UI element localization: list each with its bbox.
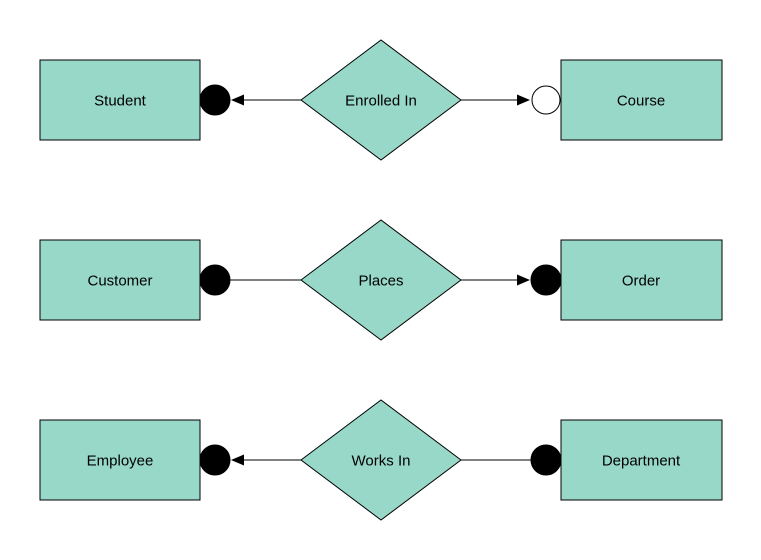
entity-box-order: [560, 239, 723, 321]
relationship-label-enrolled-in: Enrolled In: [345, 92, 417, 109]
relationship-label-places: Places: [358, 272, 403, 289]
entity-label-customer: Customer: [87, 272, 152, 289]
relationship-row-customer-order: Customer Places Order: [39, 219, 723, 341]
cardinality-dot-filled: [199, 84, 231, 116]
entity-label-department: Department: [602, 452, 681, 469]
arrowhead-left: [231, 454, 244, 466]
arrowhead-right: [517, 274, 530, 286]
entity-box-customer: [39, 239, 201, 321]
relationship-row-student-course: Student Enrolled In Course: [39, 39, 723, 161]
arrowhead-left: [231, 94, 244, 106]
entity-label-employee: Employee: [87, 452, 154, 469]
entity-box-course: [560, 59, 723, 141]
entity-label-order: Order: [622, 272, 660, 289]
cardinality-dot-filled: [199, 264, 231, 296]
cardinality-dot-filled: [530, 264, 562, 296]
cardinality-dot-filled: [199, 444, 231, 476]
entity-label-student: Student: [94, 92, 147, 109]
cardinality-dot-open: [531, 85, 561, 115]
relationship-row-employee-department: Employee Works In Department: [39, 399, 723, 521]
entity-box-department: [560, 419, 723, 501]
arrowhead-right: [517, 94, 530, 106]
entity-label-course: Course: [617, 92, 665, 109]
entity-box-student: [39, 59, 201, 141]
cardinality-dot-filled: [530, 444, 562, 476]
entity-box-employee: [39, 419, 201, 501]
relationship-label-works-in: Works In: [352, 452, 411, 469]
